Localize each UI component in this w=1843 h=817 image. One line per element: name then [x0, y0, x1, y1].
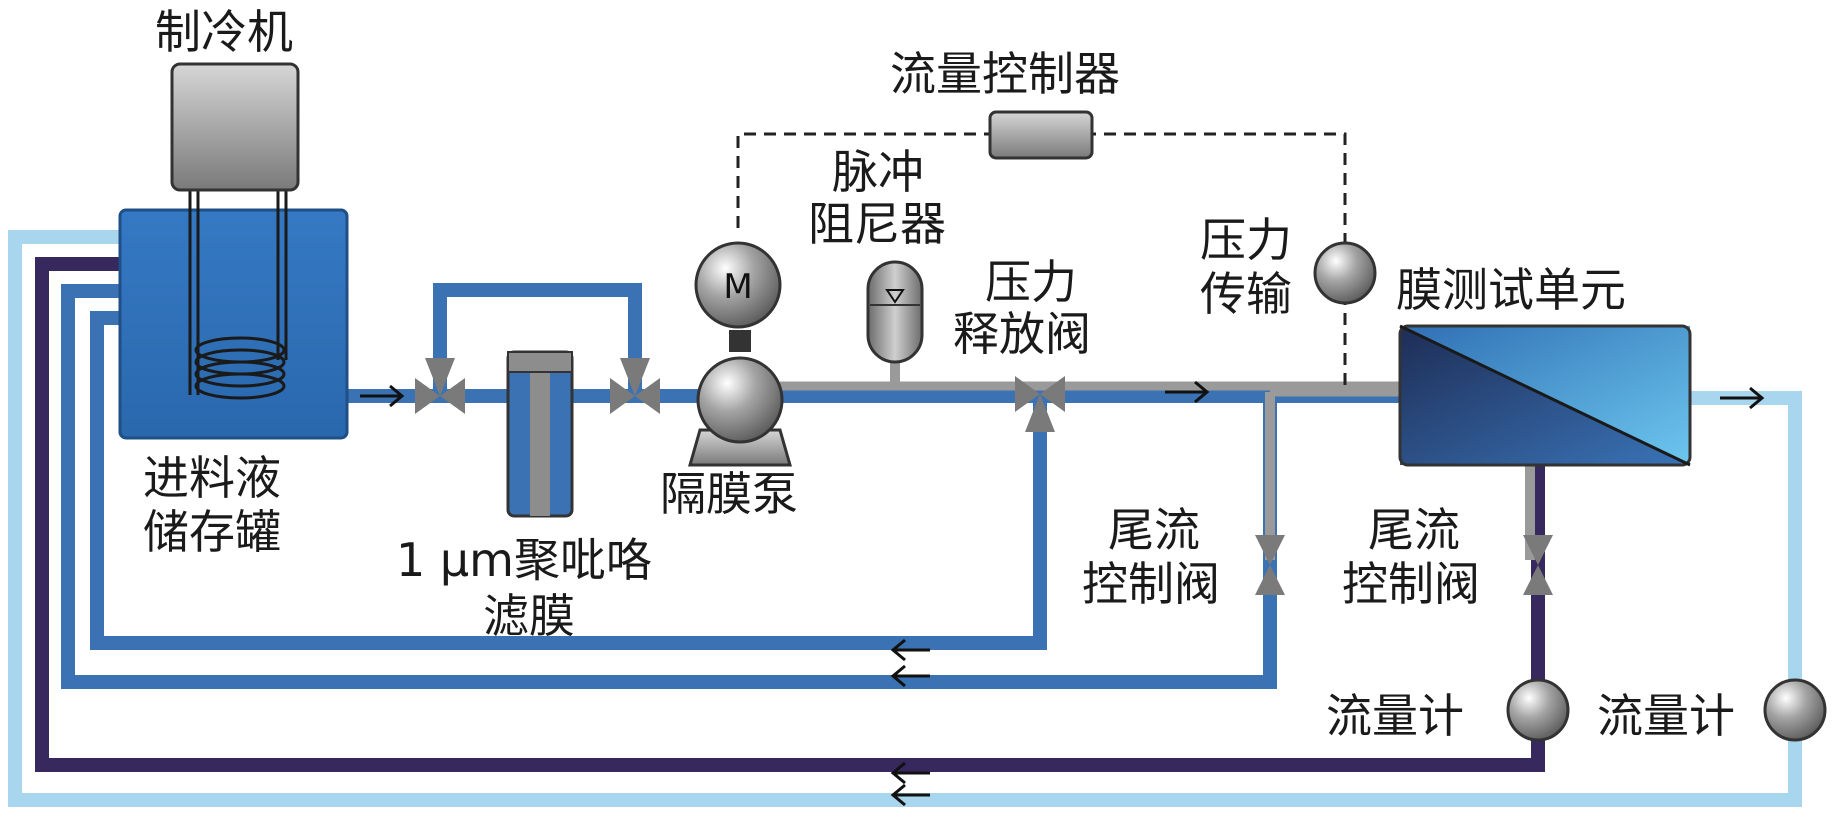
feed-valve-1-icon[interactable]	[415, 358, 465, 414]
pulse-damper-label-2: 阻尼器	[808, 197, 946, 251]
pressure-gauge-icon	[1313, 241, 1377, 305]
filter-bypass-line	[433, 283, 642, 396]
pressure-transducer-label-1: 压力	[1200, 213, 1292, 267]
retentate-valve-1-icon[interactable]	[1255, 535, 1285, 595]
feed-tank-label-2: 储存罐	[143, 505, 281, 559]
flowmeter-2-icon	[1763, 678, 1827, 742]
permeate-return-line	[8, 230, 1802, 807]
retentate-return-line	[35, 257, 1545, 772]
flowmeter-1-icon	[1506, 678, 1570, 742]
return-arrow-icon	[890, 761, 930, 807]
relief-valve-label-2: 释放阀	[953, 307, 1091, 361]
flow-arrow-icon	[360, 384, 405, 408]
cooling-coil-icon	[188, 190, 288, 400]
flow-controller-box-icon	[988, 110, 1094, 160]
feed-valve-2-icon[interactable]	[610, 358, 660, 414]
relief-valve-label-1: 压力	[985, 255, 1077, 309]
feed-tank	[118, 208, 349, 440]
feed-tank-label-1: 进料液	[143, 451, 281, 505]
flow-arrow-icon	[1165, 380, 1210, 404]
retentate-valve-2-label-1: 尾流	[1368, 503, 1460, 557]
refrigerator-label: 制冷机	[155, 5, 293, 59]
diaphragm-pump-label: 隔膜泵	[660, 467, 798, 521]
flowmeter-1-label: 流量计	[1326, 689, 1464, 743]
relief-valve-icon[interactable]	[1015, 376, 1065, 432]
return-arrow-icon	[890, 638, 930, 688]
filter-label-2: 滤膜	[483, 589, 575, 643]
filter-housing-icon	[506, 350, 574, 518]
retentate-valve-1-label-1: 尾流	[1108, 503, 1200, 557]
retentate-valve-2-icon[interactable]	[1523, 535, 1553, 595]
flow-arrow-icon	[1720, 386, 1765, 410]
retentate-valve-1-label-2: 控制阀	[1082, 557, 1220, 611]
pulse-damper-label-1: 脉冲	[832, 145, 924, 199]
pulse-damper-icon	[866, 260, 924, 364]
filter-label-1: 1 μm聚吡咯	[396, 533, 652, 587]
motor-letter: M	[723, 267, 752, 307]
relief-return-line	[90, 311, 1047, 650]
refrigerator-box-icon	[170, 62, 300, 192]
motor-icon: M	[694, 241, 782, 329]
membrane-module-icon	[1398, 324, 1692, 467]
membrane-cell-label: 膜测试单元	[1396, 263, 1626, 317]
retentate-valve-2-label-2: 控制阀	[1342, 557, 1480, 611]
flow-controller-label: 流量控制器	[890, 47, 1120, 101]
pressure-transducer-label-2: 传输	[1200, 267, 1292, 321]
diaphragm-pump-icon[interactable]	[688, 356, 792, 467]
flowmeter-2-label: 流量计	[1597, 689, 1735, 743]
